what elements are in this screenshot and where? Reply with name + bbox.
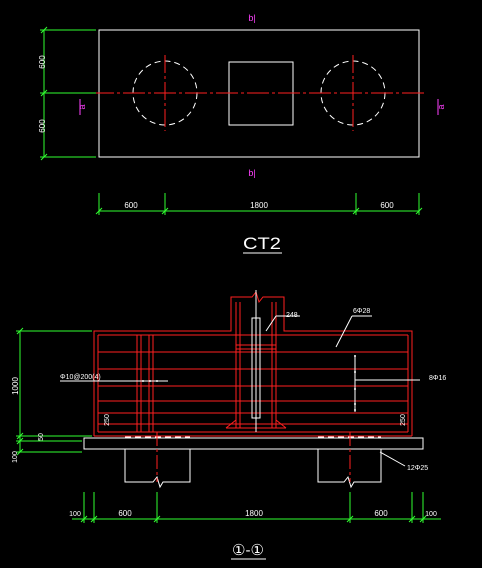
section-dim-bottom	[72, 492, 441, 523]
pile-label: 12Φ25	[407, 465, 428, 472]
column-rebars	[225, 302, 287, 429]
section-dim-b-100-left: 100	[69, 511, 81, 518]
plan-dim-left-bottom: 600	[38, 119, 47, 133]
section-dim-b-600-right: 600	[374, 509, 388, 518]
plan-dim-bottom-left: 600	[124, 201, 138, 210]
col-label: 248	[286, 312, 298, 319]
section-dim-b-1800: 1800	[245, 509, 263, 518]
cover-left: 250	[104, 414, 111, 426]
plan-dim-bottom-mid: 1800	[250, 201, 268, 210]
cover-right: 250	[400, 414, 407, 426]
cushion-layer	[83, 437, 424, 450]
top-bar-label: 6Φ28	[353, 308, 370, 315]
plan-title: CT2	[243, 234, 281, 253]
section-mark-top: b|	[248, 13, 255, 23]
plan-view: b| b| a a 600 600 600	[38, 13, 446, 254]
column-core	[251, 317, 261, 419]
section-view: 248 6Φ28 Φ10@200(4) 8Φ16 250 250 12Φ25	[11, 290, 446, 560]
stirrup-label: Φ10@200(4)	[60, 374, 101, 381]
section-mark-right: a	[436, 104, 446, 109]
section-dim-100: 100	[12, 451, 19, 463]
leaders	[60, 315, 420, 467]
plan-dim-left-top: 600	[38, 55, 47, 69]
horizontal-rebars	[97, 334, 409, 433]
section-dim-height: 1000	[11, 377, 20, 395]
plan-dim-left	[40, 26, 96, 161]
section-dim-50: 50	[38, 433, 45, 441]
pile-left	[124, 449, 191, 489]
rebar-dots	[142, 355, 356, 411]
plan-dim-bottom-right: 600	[380, 201, 394, 210]
piles	[124, 449, 382, 489]
section-mark-left: a	[77, 104, 87, 109]
side-bar-label: 8Φ16	[429, 375, 446, 382]
cap-and-column-outline	[93, 290, 413, 436]
pile-centerlines	[156, 432, 351, 482]
section-dim-left	[16, 327, 92, 456]
section-dim-b-600-left: 600	[118, 509, 132, 518]
section-title: ①-①	[232, 542, 264, 559]
plan-dim-bottom	[95, 193, 423, 215]
section-mark-bottom: b|	[248, 168, 255, 178]
stirrups	[136, 335, 154, 432]
section-dim-b-100-right: 100	[425, 511, 437, 518]
